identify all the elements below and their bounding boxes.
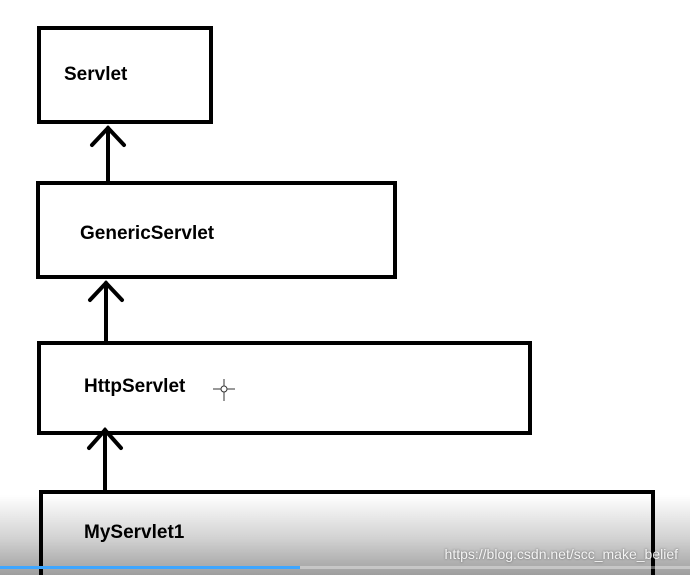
edge-myservlet1-to-httpservlet xyxy=(87,426,123,494)
node-generic-servlet-label: GenericServlet xyxy=(80,223,215,244)
node-servlet-box xyxy=(37,26,213,124)
edge-genericservlet-to-servlet xyxy=(90,125,126,185)
node-generic-servlet-box xyxy=(36,181,397,279)
node-my-servlet1: MyServlet1 xyxy=(39,490,655,575)
node-http-servlet-box xyxy=(37,341,532,435)
crosshair-cursor-icon xyxy=(213,379,235,401)
arrowhead xyxy=(88,280,124,302)
node-generic-servlet: GenericServlet xyxy=(36,181,397,279)
node-servlet: Servlet xyxy=(37,26,213,124)
arrowhead xyxy=(90,125,126,147)
node-my-servlet1-label: MyServlet1 xyxy=(84,522,185,543)
video-progress-fill xyxy=(0,566,301,569)
watermark-url: https://blog.csdn.net/scc_make_belief xyxy=(444,546,678,562)
video-progress-bar[interactable] xyxy=(0,566,690,569)
edge-httpservlet-to-genericservlet xyxy=(88,280,124,345)
node-servlet-label: Servlet xyxy=(64,64,128,85)
node-my-servlet1-box xyxy=(39,490,655,575)
node-http-servlet: HttpServlet xyxy=(37,341,532,435)
arrowhead xyxy=(87,426,123,450)
node-http-servlet-label: HttpServlet xyxy=(84,376,186,397)
